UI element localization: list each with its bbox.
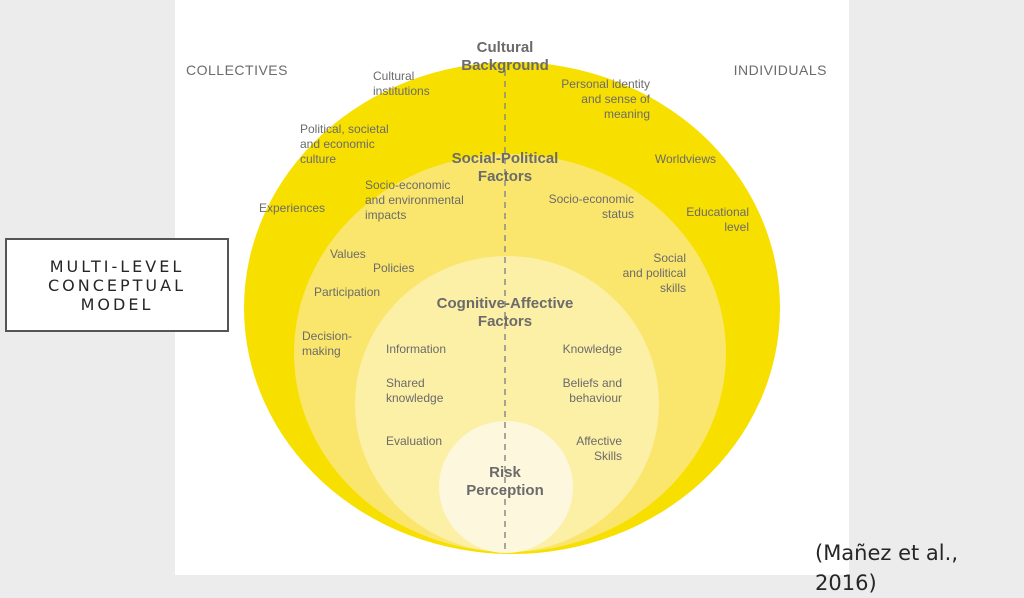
level-3-left-item: Information [386, 342, 446, 356]
ring-group [244, 62, 780, 554]
third-ring-cognitive-affective [355, 256, 659, 552]
collectives-label: COLLECTIVES [186, 62, 288, 78]
citation-text: (Mañez et al., 2016) [815, 541, 958, 595]
level-2-left-item: Participation [314, 285, 380, 299]
slide-title: MULTI-LEVEL CONCEPTUAL MODEL [47, 256, 186, 314]
level-1-right-item: Worldviews [655, 152, 716, 166]
level-2-left-item: Decision-making [302, 329, 352, 358]
level-1-left-item: Experiences [259, 201, 325, 215]
level-2-left-item: Policies [373, 261, 414, 275]
slide-title-box: MULTI-LEVEL CONCEPTUAL MODEL [5, 238, 229, 332]
individuals-label: INDIVIDUALS [734, 62, 827, 78]
level-3-right-item: Knowledge [563, 342, 623, 356]
core-circle-risk-perception [439, 421, 573, 553]
level-3-left-item: Evaluation [386, 434, 442, 448]
level-2-left-item: Values [330, 247, 366, 261]
